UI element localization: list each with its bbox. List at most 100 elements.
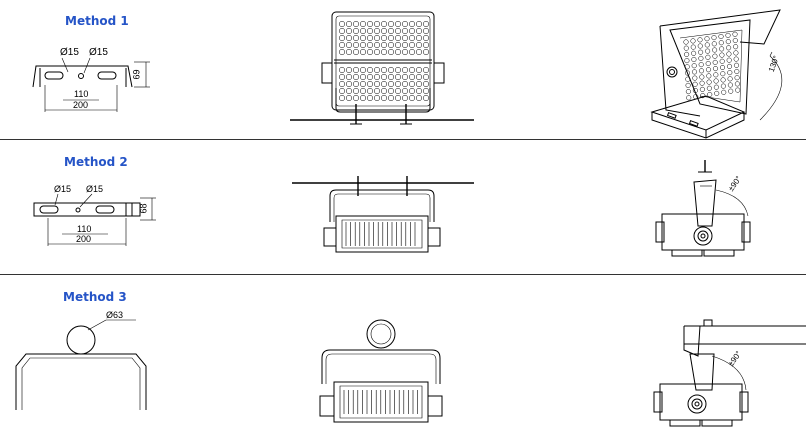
led-lens <box>381 81 387 87</box>
led-lens <box>728 83 733 88</box>
method-3-side-view <box>654 320 806 426</box>
led-lens <box>416 28 422 34</box>
led-lens <box>339 74 345 80</box>
led-lens <box>706 61 711 66</box>
led-lens <box>721 84 726 89</box>
led-lens <box>402 67 408 73</box>
led-lens <box>721 90 726 95</box>
led-lens <box>686 83 691 88</box>
led-lens <box>395 28 401 34</box>
led-lens <box>409 28 415 34</box>
led-lens <box>727 64 732 69</box>
method-2-side-view <box>656 160 750 256</box>
led-lens <box>374 49 380 55</box>
led-lens <box>402 42 408 48</box>
led-lens <box>395 35 401 41</box>
led-lens <box>388 28 394 34</box>
led-lens <box>353 88 359 94</box>
led-lens <box>423 88 429 94</box>
led-lens <box>367 35 373 41</box>
method-1-iso-led-array <box>684 32 740 100</box>
led-lens <box>374 88 380 94</box>
led-lens <box>381 42 387 48</box>
led-lens <box>353 67 359 73</box>
method-1-led-array <box>339 21 429 101</box>
led-lens <box>713 66 718 71</box>
led-lens <box>353 95 359 101</box>
led-lens <box>705 43 710 48</box>
method-1-outer-width-label: 200 <box>73 100 89 110</box>
led-lens <box>714 73 719 78</box>
led-lens <box>395 88 401 94</box>
led-lens <box>381 88 387 94</box>
led-lens <box>707 92 712 97</box>
led-lens <box>339 49 345 55</box>
led-lens <box>353 49 359 55</box>
led-lens <box>360 49 366 55</box>
led-lens <box>360 42 366 48</box>
method-2-bracket-drawing <box>34 194 156 246</box>
led-lens <box>346 88 352 94</box>
led-lens <box>685 65 690 70</box>
led-lens <box>374 95 380 101</box>
led-lens <box>416 88 422 94</box>
led-lens <box>409 81 415 87</box>
led-lens <box>346 49 352 55</box>
led-lens <box>712 48 717 53</box>
led-lens <box>706 67 711 72</box>
led-lens <box>388 49 394 55</box>
led-lens <box>423 42 429 48</box>
led-lens <box>402 21 408 27</box>
led-lens <box>409 21 415 27</box>
led-lens <box>720 65 725 70</box>
led-lens <box>409 49 415 55</box>
led-lens <box>374 35 380 41</box>
led-lens <box>381 28 387 34</box>
led-lens <box>728 89 733 94</box>
led-lens <box>720 53 725 58</box>
led-lens <box>735 82 740 87</box>
led-lens <box>714 85 719 90</box>
led-lens <box>686 89 691 94</box>
led-lens <box>684 52 689 57</box>
led-lens <box>388 88 394 94</box>
led-lens <box>706 55 711 60</box>
led-lens <box>360 21 366 27</box>
led-lens <box>733 44 738 49</box>
led-lens <box>409 67 415 73</box>
led-lens <box>416 35 422 41</box>
led-lens <box>395 49 401 55</box>
led-lens <box>719 34 724 39</box>
led-lens <box>388 35 394 41</box>
led-lens <box>339 88 345 94</box>
led-lens <box>353 42 359 48</box>
led-lens <box>339 95 345 101</box>
led-lens <box>684 40 689 45</box>
led-lens <box>367 88 373 94</box>
led-lens <box>423 95 429 101</box>
led-lens <box>402 88 408 94</box>
led-lens <box>726 39 731 44</box>
led-lens <box>686 96 691 101</box>
led-lens <box>409 95 415 101</box>
led-lens <box>402 49 408 55</box>
led-lens <box>409 42 415 48</box>
led-lens <box>721 78 726 83</box>
led-lens <box>693 82 698 87</box>
led-lens <box>339 28 345 34</box>
led-lens <box>700 81 705 86</box>
method-3-front-view <box>320 320 442 422</box>
led-lens <box>388 81 394 87</box>
led-lens <box>395 81 401 87</box>
led-lens <box>727 58 732 63</box>
led-lens <box>691 51 696 56</box>
led-lens <box>395 42 401 48</box>
led-lens <box>707 80 712 85</box>
led-lens <box>416 74 422 80</box>
method-3-title: Method 3 <box>63 290 127 304</box>
led-lens <box>735 88 740 93</box>
method-1-height-label: 69 <box>131 69 142 80</box>
led-lens <box>719 40 724 45</box>
led-lens <box>346 74 352 80</box>
